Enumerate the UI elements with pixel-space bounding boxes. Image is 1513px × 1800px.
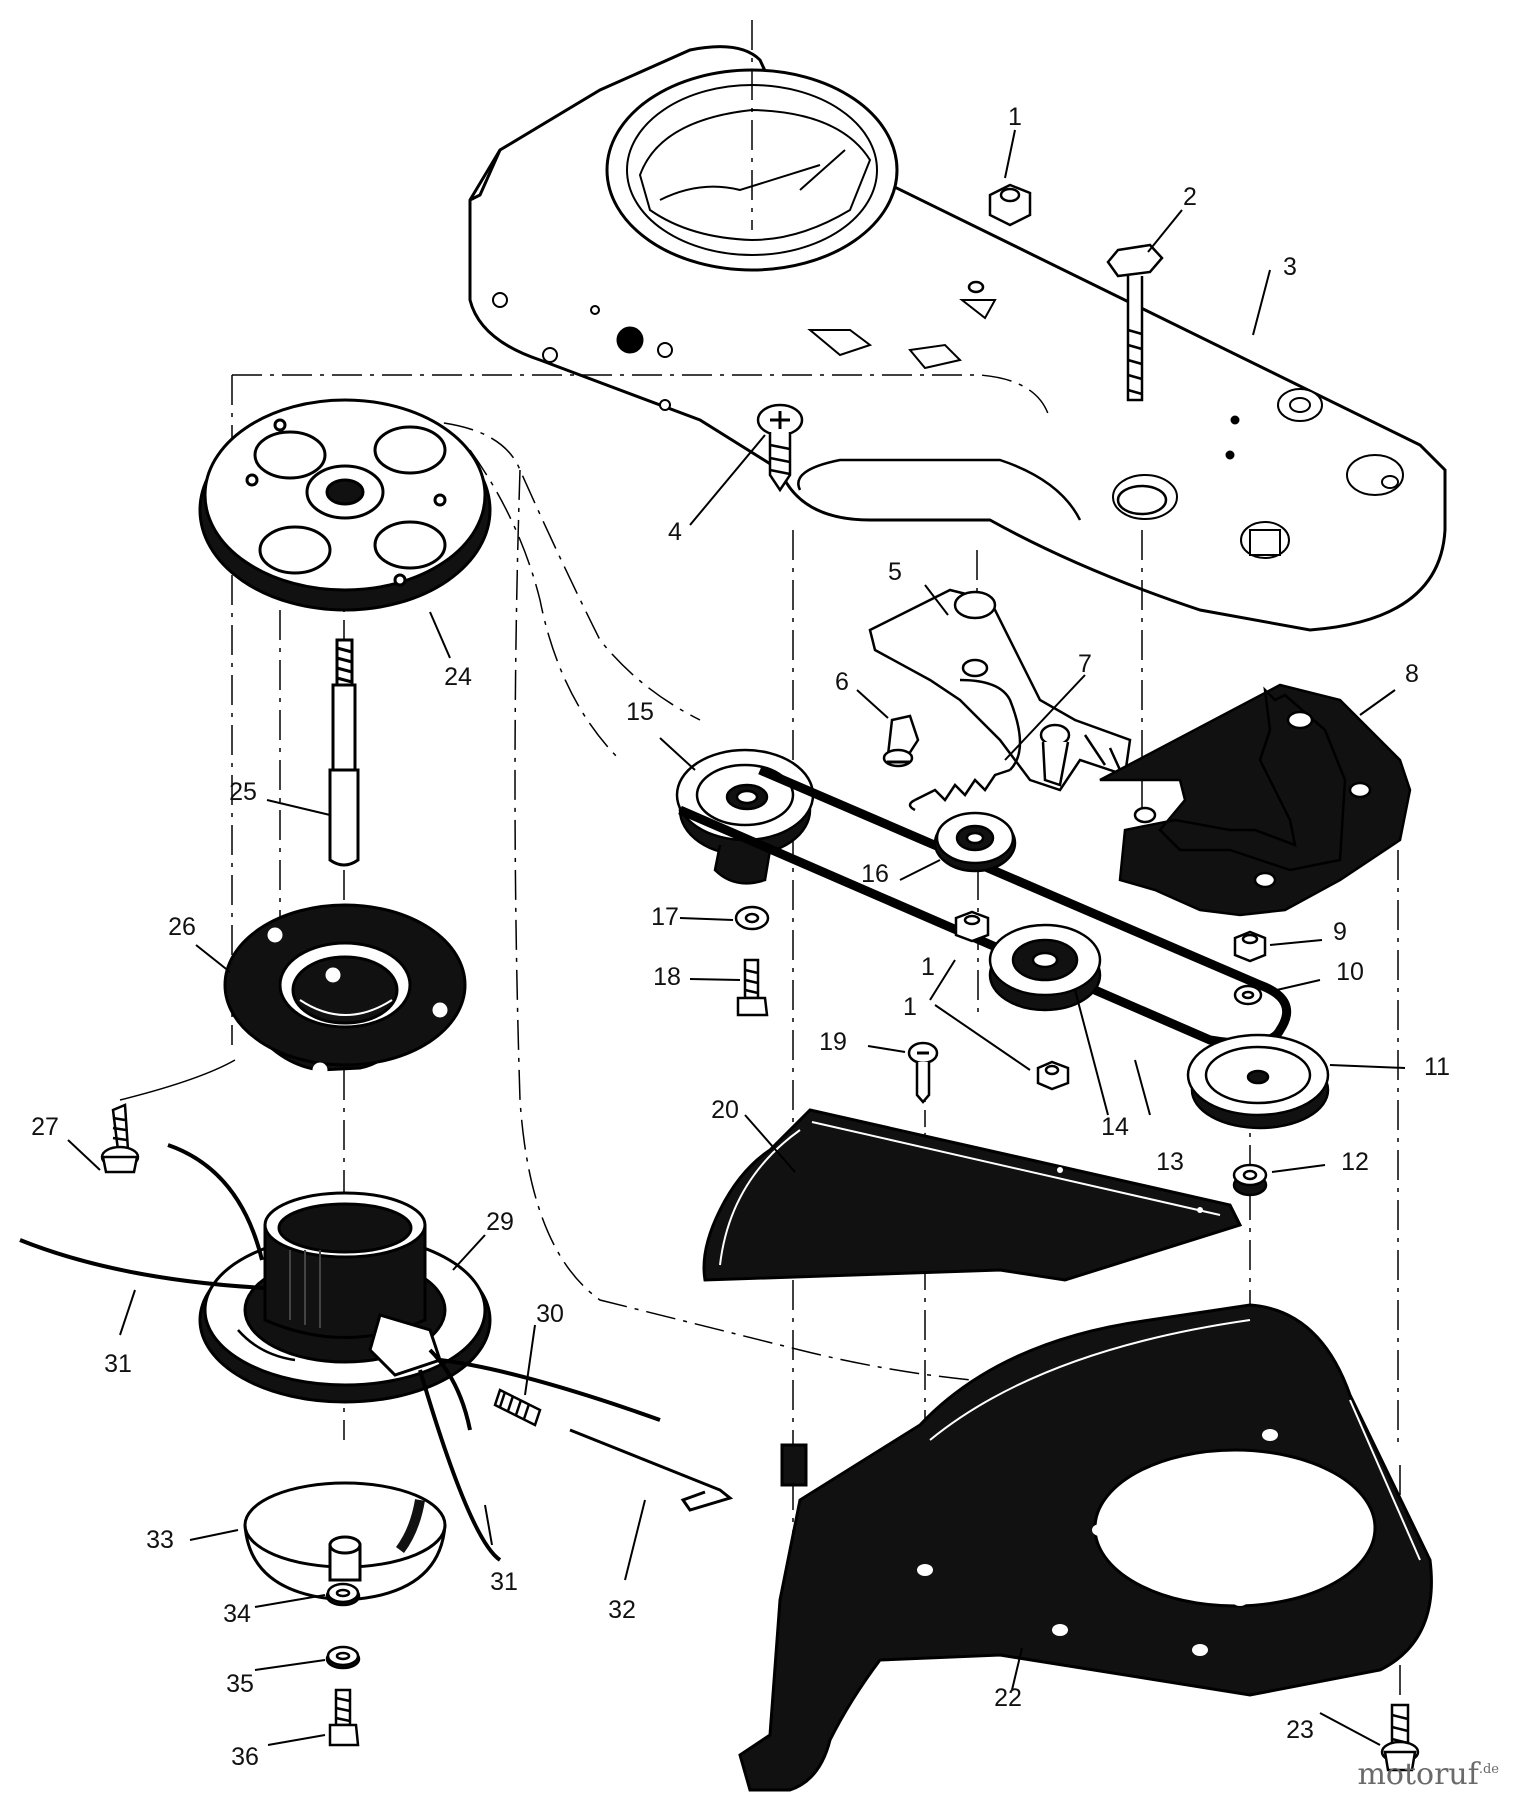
washer-part-34 <box>325 1582 361 1607</box>
nut-part-1-mid <box>954 910 990 943</box>
spacer-part-12 <box>1232 1163 1268 1197</box>
callout-1-mid: 1 <box>921 953 935 981</box>
callout-4: 4 <box>668 518 682 546</box>
callout-7: 7 <box>1078 650 1092 678</box>
stud-bracket-bolt <box>1039 723 1071 787</box>
watermark-logo: motoruf.de <box>1357 1757 1499 1792</box>
callout-24: 24 <box>444 663 472 691</box>
idler-part-16 <box>933 811 1017 873</box>
spool-part-29 <box>198 1191 492 1404</box>
callout-2: 2 <box>1183 183 1197 211</box>
callout-1-low: 1 <box>903 993 917 1021</box>
washer-part-10 <box>1233 984 1263 1006</box>
callout-36: 36 <box>231 1743 259 1771</box>
locknut-part-9 <box>1233 930 1267 963</box>
shaft-part-25 <box>328 638 360 867</box>
bolt-part-2 <box>1106 243 1168 516</box>
bolt-part-6 <box>882 714 920 768</box>
pulley-part-15 <box>675 748 815 885</box>
callout-11: 11 <box>1424 1053 1450 1081</box>
callout-8: 8 <box>1405 660 1419 688</box>
bolt-part-18 <box>736 958 769 1017</box>
plate-part-26 <box>223 903 467 1078</box>
callout-13: 13 <box>1156 1148 1184 1176</box>
leader-lines <box>67 129 1406 1746</box>
callout-10: 10 <box>1336 958 1364 986</box>
washer-part-17 <box>734 905 770 931</box>
callout-17: 17 <box>651 903 679 931</box>
callout-32: 32 <box>608 1596 636 1624</box>
pulley-part-11 <box>1186 1033 1330 1130</box>
cup-part-33 <box>243 1481 447 1602</box>
callout-31-right: 31 <box>490 1568 518 1596</box>
bracket-part-8 <box>1099 683 1412 917</box>
callout-3: 3 <box>1283 253 1297 281</box>
callout-19: 19 <box>819 1028 847 1056</box>
housing-part-3 <box>468 45 1447 632</box>
callout-27: 27 <box>31 1113 59 1141</box>
nut-part-1-low <box>1036 1060 1070 1091</box>
cover-part-22 <box>738 1303 1433 1792</box>
callout-25: 25 <box>229 778 257 806</box>
washer-part-35 <box>325 1645 361 1670</box>
bolt-part-36 <box>328 1688 360 1747</box>
callout-22: 22 <box>994 1684 1022 1712</box>
trimmer-line-part-31 <box>19 1143 661 1562</box>
screw-part-27 <box>100 1059 236 1174</box>
callout-12: 12 <box>1341 1148 1369 1176</box>
callout-15: 15 <box>626 698 654 726</box>
callout-23: 23 <box>1286 1716 1314 1744</box>
nut-part-1-top <box>967 183 1032 294</box>
screw-part-23 <box>1380 1703 1420 1772</box>
screw-part-4 <box>756 403 804 493</box>
spring-part-30 <box>493 1388 542 1427</box>
shield-part-20 <box>702 1108 1243 1282</box>
callout-5: 5 <box>888 558 902 586</box>
callout-29: 29 <box>486 1208 514 1236</box>
callout-16: 16 <box>861 860 889 888</box>
idler-part-14 <box>988 923 1102 1012</box>
callout-9: 9 <box>1333 918 1347 946</box>
callout-labels: 1 2 3 4 5 6 7 8 9 10 11 12 13 14 15 16 1… <box>31 103 1450 1771</box>
callout-30: 30 <box>536 1300 564 1328</box>
callout-1-top: 1 <box>1008 103 1022 131</box>
hub-part-24 <box>198 398 492 612</box>
callout-14: 14 <box>1101 1113 1129 1141</box>
callout-31-left: 31 <box>104 1350 132 1378</box>
callout-35: 35 <box>226 1670 254 1698</box>
callout-6: 6 <box>835 668 849 696</box>
key-part-32 <box>569 1428 734 1512</box>
screw-part-19 <box>907 1041 939 1104</box>
spring-part-7 <box>908 678 1022 812</box>
callout-33: 33 <box>146 1526 174 1554</box>
callout-20: 20 <box>711 1096 739 1124</box>
callout-26: 26 <box>168 913 196 941</box>
callout-34: 34 <box>223 1600 251 1628</box>
callout-18: 18 <box>653 963 681 991</box>
